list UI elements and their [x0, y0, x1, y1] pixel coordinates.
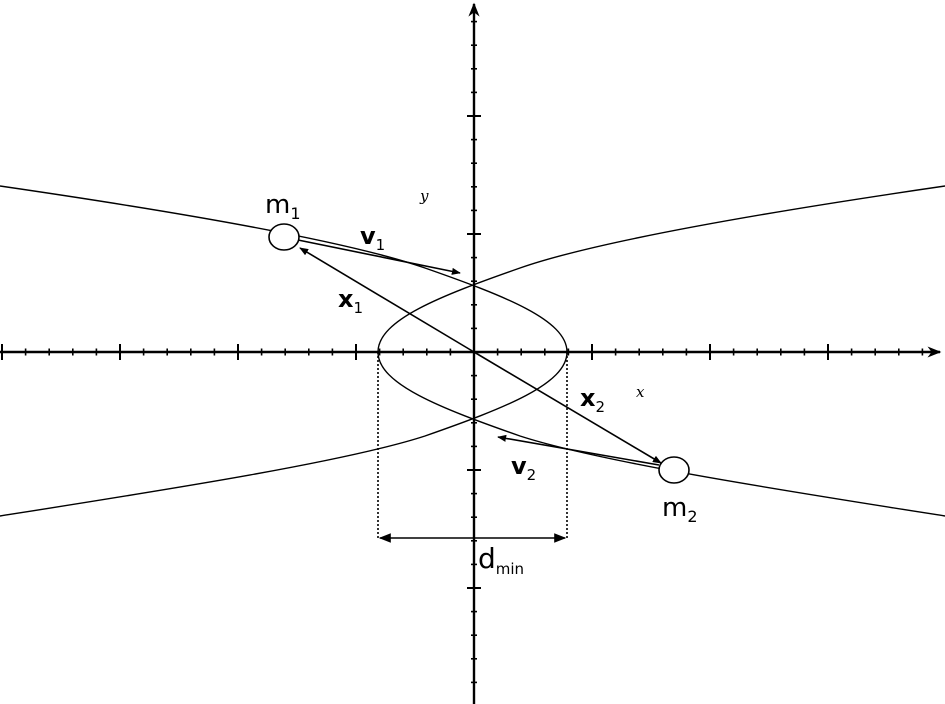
x2-label: x2	[580, 384, 605, 416]
y-axis-label: y	[419, 187, 429, 205]
mass-m2-circle	[658, 456, 690, 484]
v2-label: v2	[511, 452, 536, 484]
v2-vector-arrow	[497, 434, 660, 466]
y-axis-ticks	[467, 20, 481, 684]
m2-label: m2	[662, 493, 698, 526]
x1-vector-arrow	[299, 247, 475, 353]
x2-vector-arrow	[473, 351, 662, 464]
x-axis-ticks	[1, 344, 924, 360]
x-axis-label: x	[636, 383, 645, 401]
v1-vector-arrow	[297, 239, 461, 275]
dmin-label: dmin	[478, 542, 524, 578]
m1-label: m1	[265, 190, 301, 223]
x1-label: x1	[338, 285, 363, 317]
v1-label: v1	[360, 222, 385, 254]
mass-m1-circle	[268, 223, 300, 251]
